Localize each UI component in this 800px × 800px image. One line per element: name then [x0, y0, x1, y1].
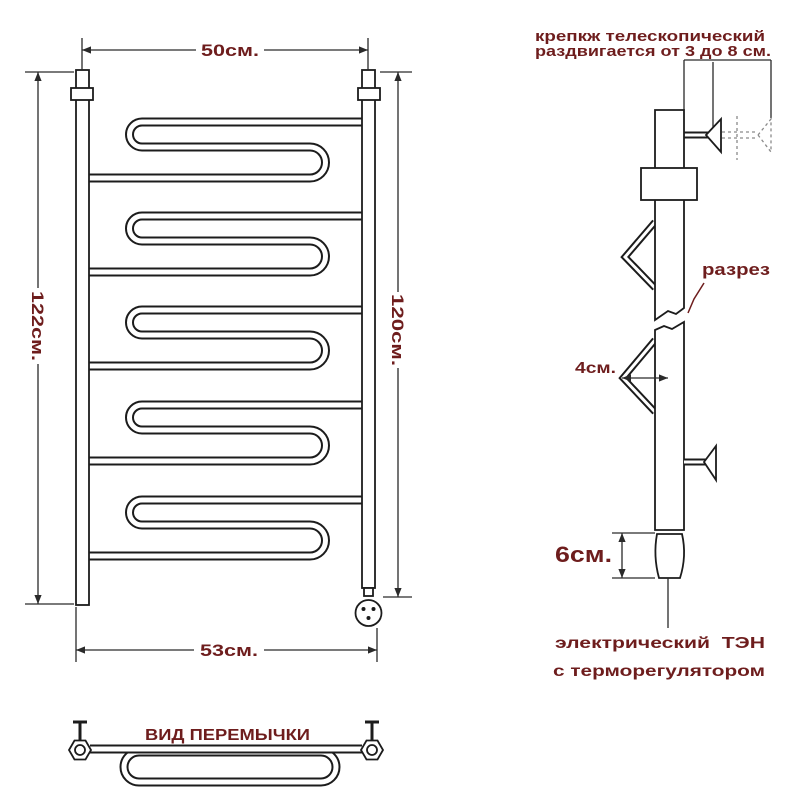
dimension-height-pipe: 120см. [380, 71, 412, 598]
electric-heater-element [654, 533, 685, 579]
dimension-height-total: 122см. [25, 71, 74, 605]
towel-bar-section [89, 211, 362, 277]
heater-height-label: 6см. [555, 542, 612, 567]
width-top-label: 50см. [201, 41, 259, 60]
dimension-width-bottom: 53см. [75, 607, 378, 662]
side-post-collar [640, 167, 698, 201]
height-total-label: 122см. [28, 291, 47, 361]
section-cut-leader [687, 282, 705, 314]
right-post-cap [357, 87, 381, 101]
towel-bar-section [89, 117, 362, 183]
side-loop-bracket-lower [618, 337, 658, 415]
wall-flange-icon [702, 443, 717, 483]
right-vertical-post [361, 69, 376, 589]
side-view: крепкж телескопический раздвигается от 3… [535, 28, 772, 680]
width-bottom-label: 53см. [200, 641, 258, 660]
bracket-caption-line1: крепкж телескопический [535, 28, 765, 45]
upper-wall-mount [684, 116, 722, 155]
wall-flange-icon [704, 116, 722, 155]
towel-bar-section [89, 400, 362, 466]
heater-height-dimension: 6см. [555, 532, 655, 579]
jumper-view: ВИД ПЕРЕМЫЧКИ [67, 720, 385, 787]
bracket-caption-line2: раздвигается от 3 до 8 см. [535, 43, 771, 60]
right-valve-icon [359, 720, 385, 761]
connector-pin [371, 607, 376, 611]
bracket-depth-label: 4см. [575, 360, 616, 377]
left-post-cap [70, 87, 94, 101]
connector-plug-icon [354, 599, 383, 627]
telescopic-dimension [683, 59, 772, 128]
dimension-width-top: 50см. [81, 38, 369, 70]
heater-caption-line2: с терморегулятором [553, 663, 765, 680]
jumper-view-title: ВИД ПЕРЕМЫЧКИ [145, 727, 310, 744]
height-pipe-label: 120см. [388, 294, 407, 366]
connector-neck [363, 587, 374, 597]
left-vertical-post [75, 69, 90, 606]
side-loop-bracket-upper [620, 219, 658, 291]
front-view: 50см. 53см. 122см. 120см. [25, 38, 412, 662]
left-valve-icon [67, 720, 93, 761]
connector-pin [366, 616, 371, 620]
towel-bar-section [89, 495, 362, 561]
heater-connector [354, 587, 383, 627]
side-post-upper [654, 109, 685, 322]
connector-pin [361, 607, 366, 611]
heater-caption-line1: электрический ТЭН [555, 635, 765, 652]
telescopic-extension-ghost [722, 116, 772, 160]
towel-bar-section [89, 305, 362, 371]
section-cut-label: разрез [702, 260, 770, 279]
lower-wall-mount [684, 443, 717, 483]
jumper-loop [119, 747, 341, 787]
side-post-lower [654, 320, 685, 531]
